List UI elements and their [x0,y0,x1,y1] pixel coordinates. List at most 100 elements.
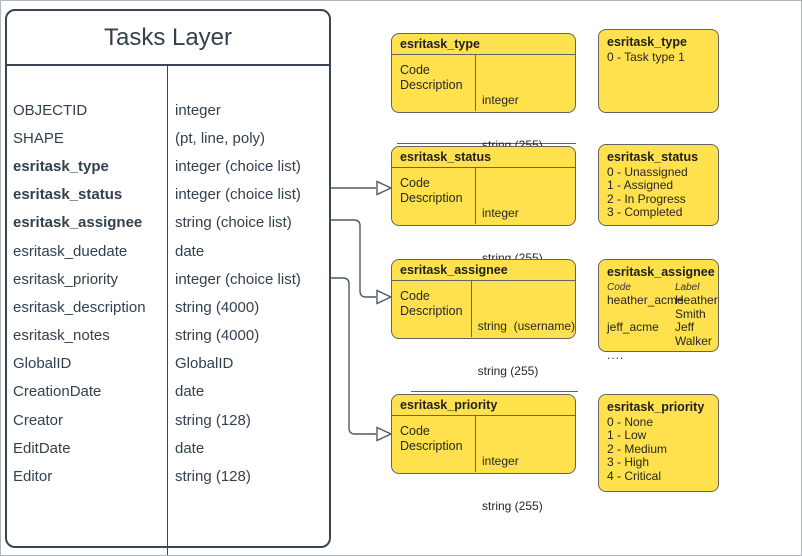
status-box-top-artifact-line [397,143,576,144]
field-row: esritask_status integer (choice list) [7,181,329,209]
field-type: string (4000) [175,298,260,316]
domain-table-body: Code Description integer string (255) [392,168,575,265]
value-list-esritask-status[interactable]: esritask_status 0 - Unassigned 1 - Assig… [598,144,719,226]
domain-field-types: integer string (255) [476,416,575,513]
domain-field: Description [400,439,463,453]
domain-field-types: integer string (255) [476,168,575,265]
domain-type: integer [482,206,519,220]
domain-field: Description [400,78,463,92]
domain-type: string (255) [482,499,543,513]
field-name: esritask_notes [13,327,110,345]
domain-table-esritask-assignee[interactable]: esritask_assignee Code Description strin… [391,259,576,378]
assignee-label-header: Label [675,281,700,293]
domain-field: Code [400,176,430,190]
value-list-esritask-priority[interactable]: esritask_priority 0 - None 1 - Low 2 - M… [598,394,719,492]
field-type: integer (choice list) [175,157,301,175]
domain-field-types: integer string (255) [476,55,575,152]
field-name: Editor [13,468,53,486]
field-name: Creator [13,411,64,429]
field-row: Creator string (128) [7,406,329,434]
domain-field: Description [400,191,463,205]
field-type: string (128) [175,411,251,429]
field-row: CreationDate date [7,378,329,406]
field-row: OBJECTID integer [7,96,329,124]
domain-table-title: esritask_priority [392,395,575,416]
tasks-layer-title: Tasks Layer [7,11,329,66]
assignee-more-indicator: .... [607,347,625,362]
domain-table-esritask-type[interactable]: esritask_type Code Description integer s… [391,33,576,152]
value-list-item: 1 - Low [607,428,647,443]
field-row: EditDate date [7,434,329,462]
assignee-row: jeff_acme Jeff Walker [607,320,712,348]
assignee-label: Jeff Walker [675,320,712,348]
assignee-code-header: Code [607,281,631,293]
field-row: esritask_priority integer (choice list) [7,265,329,293]
field-row: SHAPE (pt, line, poly) [7,124,329,152]
value-list-item: 0 - Task type 1 [607,49,685,64]
domain-type: string (255) [477,364,539,378]
field-type: date [175,439,205,457]
field-type: integer (choice list) [175,186,301,204]
domain-field: Description [400,304,463,318]
tasks-layer-table[interactable]: Tasks Layer OBJECTID integer SHAPE (pt, li… [5,9,331,555]
connector-assignee [331,219,376,298]
value-list-item: 3 - High [607,455,650,470]
value-list-item: 2 - Medium [607,441,668,456]
field-name: esritask_assignee [13,214,143,232]
value-list-item: 4 - Critical [607,468,662,483]
domain-field: Code [400,424,430,438]
field-name: esritask_status [13,186,123,204]
field-type: date [175,383,205,401]
field-name: esritask_type [13,157,109,175]
value-list-esritask-assignee[interactable]: esritask_assignee Code Label heather_acm… [598,259,719,361]
value-list-title: esritask_status [607,150,699,164]
field-name: EditDate [13,439,71,457]
domain-field-types: string (username) string (255) [472,281,575,378]
value-list-item: 2 - In Progress [607,191,686,206]
field-type: string (choice list) [175,214,292,232]
domain-table-title: esritask_status [392,147,575,168]
field-type: (pt, line, poly) [175,129,266,147]
domain-type: integer [482,454,519,468]
field-type: string (128) [175,468,251,486]
arrowhead-priority [376,426,393,442]
value-list-esritask-type[interactable]: esritask_type 0 - Task type 1 [598,29,719,113]
tasks-layer-fields: OBJECTID integer SHAPE (pt, line, poly) es… [7,66,329,555]
domain-field-names: Code Description [392,416,476,472]
value-list-item: 1 - Assigned [607,178,674,193]
assignee-column-headers: Code Label [607,281,710,295]
domain-field: Code [400,289,430,303]
assignee-code: heather_acme [607,293,684,308]
domain-table-esritask-priority[interactable]: esritask_priority Code Description integ… [391,394,576,513]
field-name: esritask_priority [13,270,119,288]
field-type: integer [175,101,221,119]
domain-table-body: Code Description string (username) strin… [392,281,575,378]
field-name: OBJECTID [13,101,88,119]
field-type: integer (choice list) [175,270,301,288]
domain-table-body: Code Description integer string (255) [392,416,575,513]
field-type: string (4000) [175,327,260,345]
field-name: CreationDate [13,383,102,401]
domain-table-esritask-status[interactable]: esritask_status Code Description integer… [391,146,576,265]
assignee-row: heather_acme Heather Smith [607,293,718,321]
value-list-title: esritask_priority [607,400,705,414]
field-name: esritask_duedate [13,242,128,260]
domain-field-names: Code Description [392,281,472,337]
value-list-title: esritask_type [607,35,687,49]
field-name: esritask_description [13,298,146,316]
field-row: esritask_type integer (choice list) [7,152,329,180]
domain-field-names: Code Description [392,55,476,111]
connector-priority [331,277,376,435]
arrowhead-status [376,180,393,196]
assignee-code: jeff_acme [607,320,659,335]
domain-field-names: Code Description [392,168,476,224]
field-type: GlobalID [175,355,234,373]
field-row: esritask_description string (4000) [7,293,329,321]
field-row: Editor string (128) [7,462,329,490]
value-list-item: 0 - None [607,414,654,429]
field-name: SHAPE [13,129,64,147]
domain-table-body: Code Description integer string (255) [392,55,575,152]
